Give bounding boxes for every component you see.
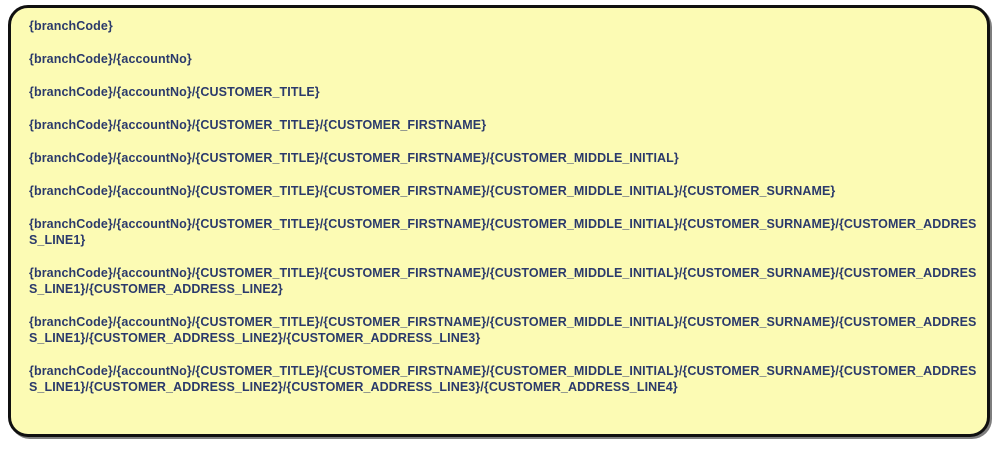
list-item: {branchCode}/{accountNo}/{CUSTOMER_TITLE… (29, 118, 487, 132)
list-item: {branchCode}/{accountNo}/{CUSTOMER_TITLE… (29, 151, 679, 165)
list-item: {branchCode}/{accountNo}/{CUSTOMER_TITLE… (29, 217, 977, 247)
list-item: {branchCode}/{accountNo}/{CUSTOMER_TITLE… (29, 364, 977, 394)
list-item: {branchCode} (29, 19, 113, 33)
path-list: {branchCode} {branchCode}/{accountNo} {b… (29, 18, 981, 395)
list-item: {branchCode}/{accountNo} (29, 52, 192, 66)
list-item: {branchCode}/{accountNo}/{CUSTOMER_TITLE… (29, 315, 977, 345)
path-hierarchy-note-card: {branchCode} {branchCode}/{accountNo} {b… (8, 5, 990, 437)
list-item: {branchCode}/{accountNo}/{CUSTOMER_TITLE… (29, 184, 836, 198)
list-item: {branchCode}/{accountNo}/{CUSTOMER_TITLE… (29, 85, 320, 99)
list-item: {branchCode}/{accountNo}/{CUSTOMER_TITLE… (29, 266, 977, 296)
